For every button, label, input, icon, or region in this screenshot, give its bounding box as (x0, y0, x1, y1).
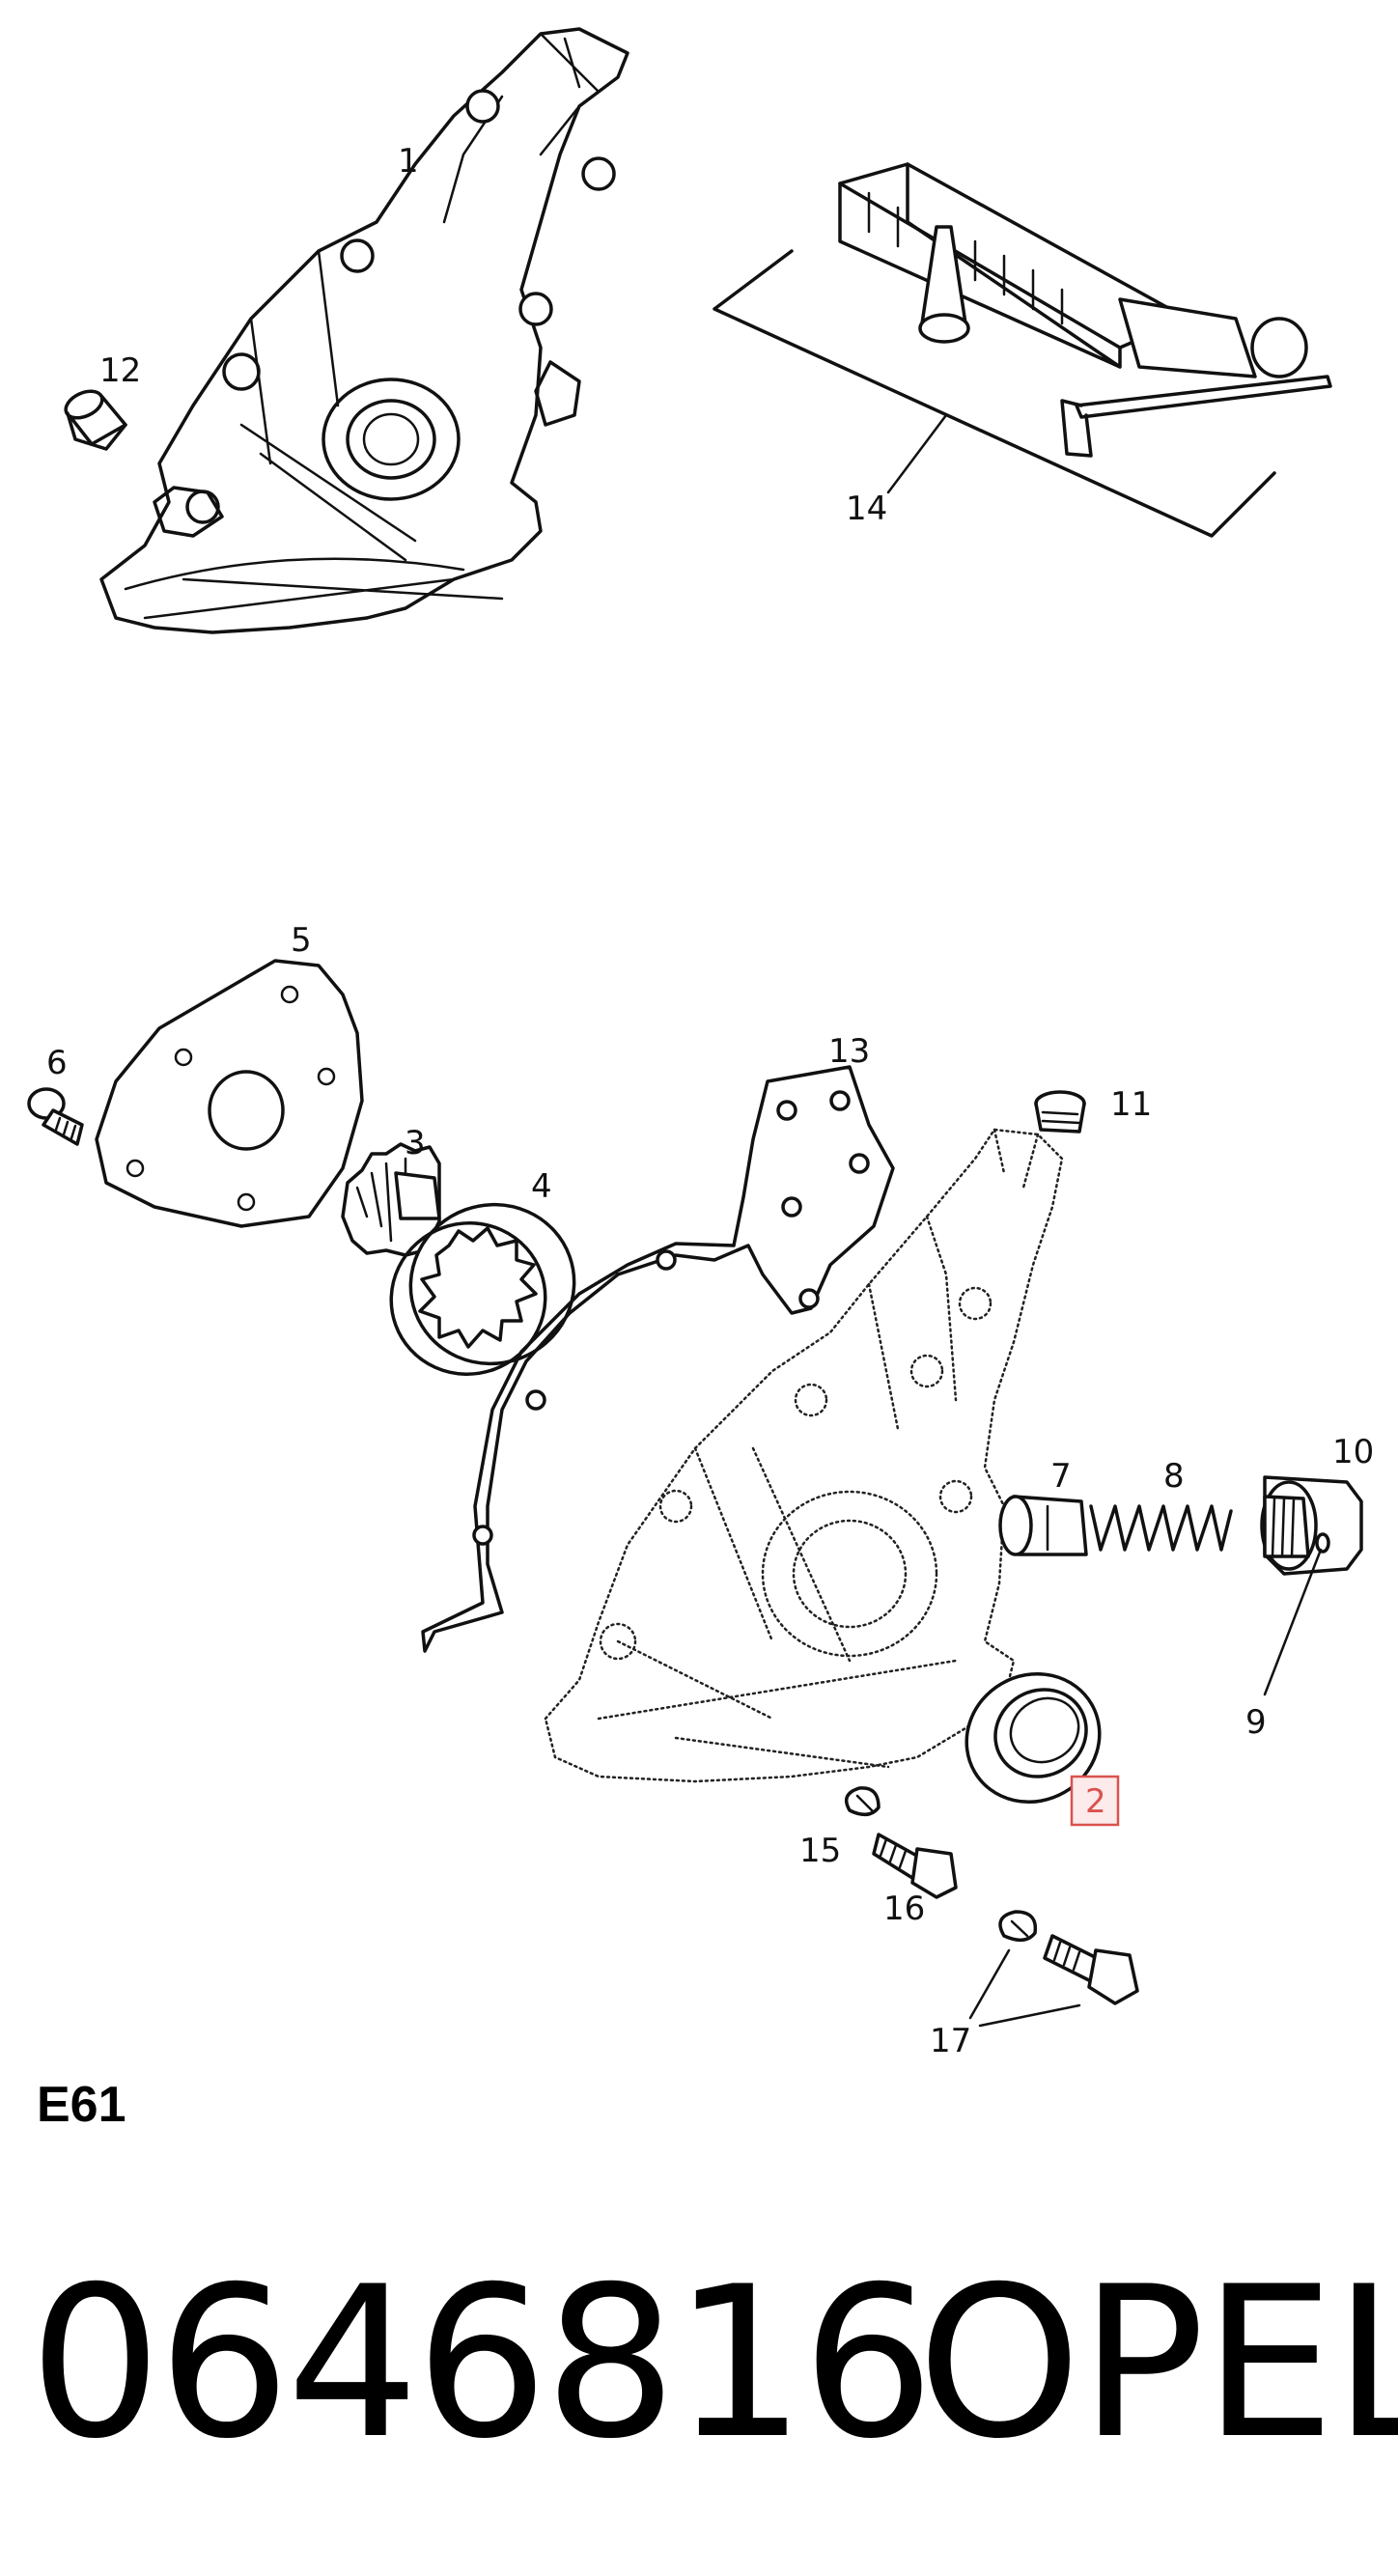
part-1-oil-pump-housing (99, 27, 629, 634)
callout-3: 3 (405, 1124, 426, 1162)
part-7-piston (998, 1495, 1088, 1556)
callout-2: 2 (1085, 1782, 1106, 1821)
callout-1: 1 (398, 142, 419, 181)
part-2-oil-seal (965, 1671, 1102, 1805)
part-16-bolt (872, 1833, 958, 1899)
pump-housing-outline (544, 1128, 1064, 1783)
callout-6: 6 (46, 1044, 68, 1082)
callout-12: 12 (99, 351, 141, 390)
callout-5: 5 (291, 921, 312, 960)
highlight-box (1070, 1775, 1120, 1827)
callout-15: 15 (799, 1832, 841, 1870)
part-8-spring (1089, 1504, 1233, 1552)
part-9-seal-ring (1263, 1532, 1330, 1696)
leader-lines (886, 413, 948, 494)
part-number: 0646816 (29, 2242, 935, 2484)
part-13-gasket (421, 1065, 895, 1653)
callout-11: 11 (1110, 1085, 1152, 1124)
callout-13: 13 (828, 1032, 870, 1071)
callout-7: 7 (1050, 1457, 1072, 1496)
callout-17: 17 (930, 2022, 971, 2060)
part-12-sleeve (64, 389, 127, 451)
part-3-drive-gear (341, 1142, 441, 1257)
part-15-washer (844, 1786, 881, 1817)
part-6-screw (27, 1087, 84, 1146)
part-11-plug (1034, 1090, 1086, 1134)
callout-14: 14 (846, 490, 887, 528)
part-14-sealant-kit (713, 162, 1332, 538)
callout-4: 4 (531, 1167, 552, 1206)
section-code: E61 (37, 2077, 126, 2133)
brand-name: OPEL (917, 2242, 1398, 2484)
callout-labels: 1 12 14 5 6 3 4 13 11 7 8 10 9 2 15 16 1… (46, 142, 1374, 2060)
part-17-washer-and-bolt (968, 1910, 1139, 2028)
callout-9: 9 (1245, 1703, 1267, 1742)
callout-8: 8 (1163, 1457, 1185, 1496)
callout-16: 16 (883, 1890, 925, 1928)
part-5-cover-plate (95, 959, 364, 1228)
part-10-threaded-plug (1260, 1475, 1363, 1576)
callout-10: 10 (1332, 1433, 1374, 1471)
